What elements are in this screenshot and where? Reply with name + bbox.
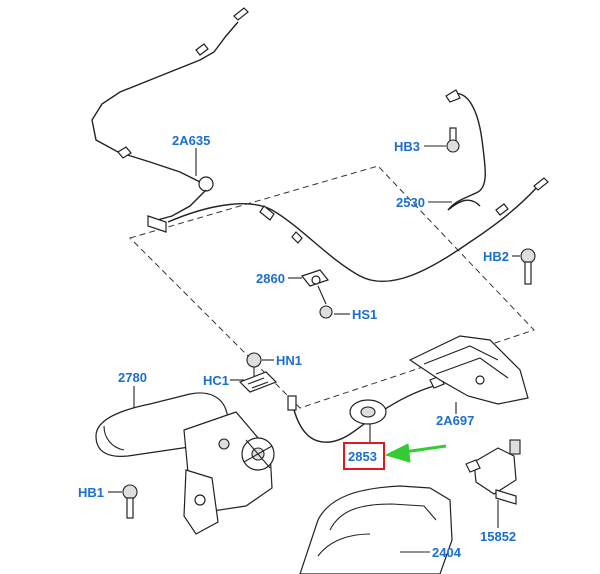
rear-cable-2530 — [445, 89, 486, 211]
cable-clip-2860 — [300, 269, 333, 319]
label-HB3: HB3 — [394, 139, 420, 154]
equalizer-2853 — [287, 375, 445, 443]
label-2404: 2404 — [432, 545, 462, 560]
label-2A697: 2A697 — [436, 413, 474, 428]
label-2780: 2780 — [118, 370, 147, 385]
label-HB1: HB1 — [78, 485, 104, 500]
clip-HC1 — [238, 371, 278, 393]
label-2860: 2860 — [256, 271, 285, 286]
dashed-assembly-boundary — [129, 165, 535, 409]
parking-brake-lever-2780 — [95, 392, 275, 535]
label-HB2: HB2 — [483, 249, 509, 264]
label-HS1: HS1 — [352, 307, 377, 322]
heat-shield-2A697 — [408, 335, 529, 405]
label-HC1: HC1 — [203, 373, 229, 388]
label-2A635: 2A635 — [172, 133, 210, 148]
label-2530: 2530 — [396, 195, 425, 210]
front-cable-2A635 — [91, 7, 549, 283]
bolt-HB3 — [446, 127, 460, 153]
label-2853: 2853 — [348, 449, 377, 464]
label-HN1: HN1 — [276, 353, 302, 368]
bolt-HB1 — [122, 484, 138, 519]
highlight-box-2853 — [343, 442, 385, 470]
switch-15852 — [465, 439, 521, 505]
leader-lines — [108, 145, 520, 553]
console-2404 — [299, 485, 453, 574]
label-15852: 15852 — [480, 529, 516, 544]
green-arrow-icon — [384, 443, 447, 463]
nut-HN1 — [246, 352, 262, 376]
bolt-HB2 — [520, 248, 536, 285]
